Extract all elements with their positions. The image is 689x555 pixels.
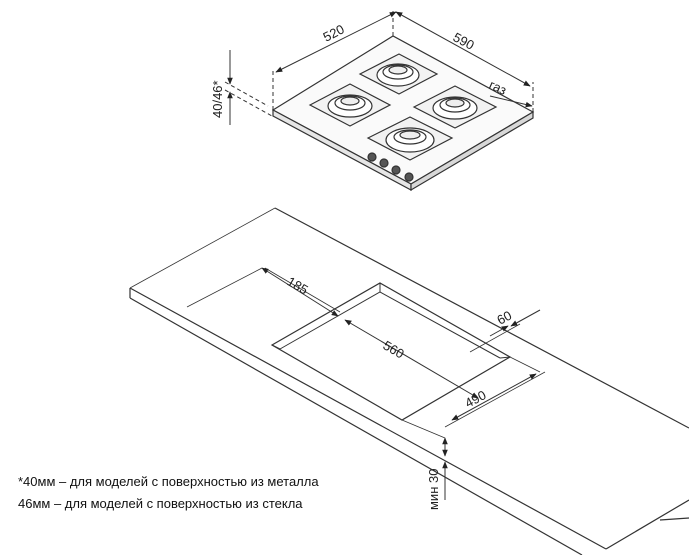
dim-line-590: [395, 11, 531, 87]
dim-line-520: [275, 11, 397, 73]
dim-line-490: [451, 373, 537, 421]
gas-label: газ: [487, 77, 509, 98]
hob-drawing: [271, 35, 535, 192]
hob-width-label: 520: [321, 21, 347, 44]
hob-height-label: 40/46*: [210, 80, 225, 118]
knob: [379, 158, 389, 168]
dim-line-60: [489, 325, 509, 337]
note-metal: *40мм – для моделей с поверхностью из ме…: [18, 474, 319, 489]
countertop-front-edge: [129, 287, 607, 550]
hob-depth-label: 590: [451, 29, 477, 52]
knob: [367, 152, 377, 162]
gas-arrow: [489, 95, 533, 108]
hob-side-edge: [410, 110, 534, 192]
note-glass: 46мм – для моделей с поверхностью из сте…: [18, 496, 303, 511]
burner-front: [366, 116, 454, 161]
burner-left: [308, 83, 392, 127]
knob: [404, 172, 414, 182]
burner-right: [412, 85, 498, 129]
dim-line-185: [261, 267, 339, 317]
cutout-edge-label: 60: [494, 308, 514, 328]
knob: [391, 165, 401, 175]
countertop-back-edge: [274, 207, 689, 429]
control-knobs: [367, 152, 414, 182]
countertop-lower-edge: [129, 297, 583, 555]
cutout-offset-label: 185: [285, 274, 311, 298]
min-thickness-label: мин 30: [426, 469, 441, 510]
